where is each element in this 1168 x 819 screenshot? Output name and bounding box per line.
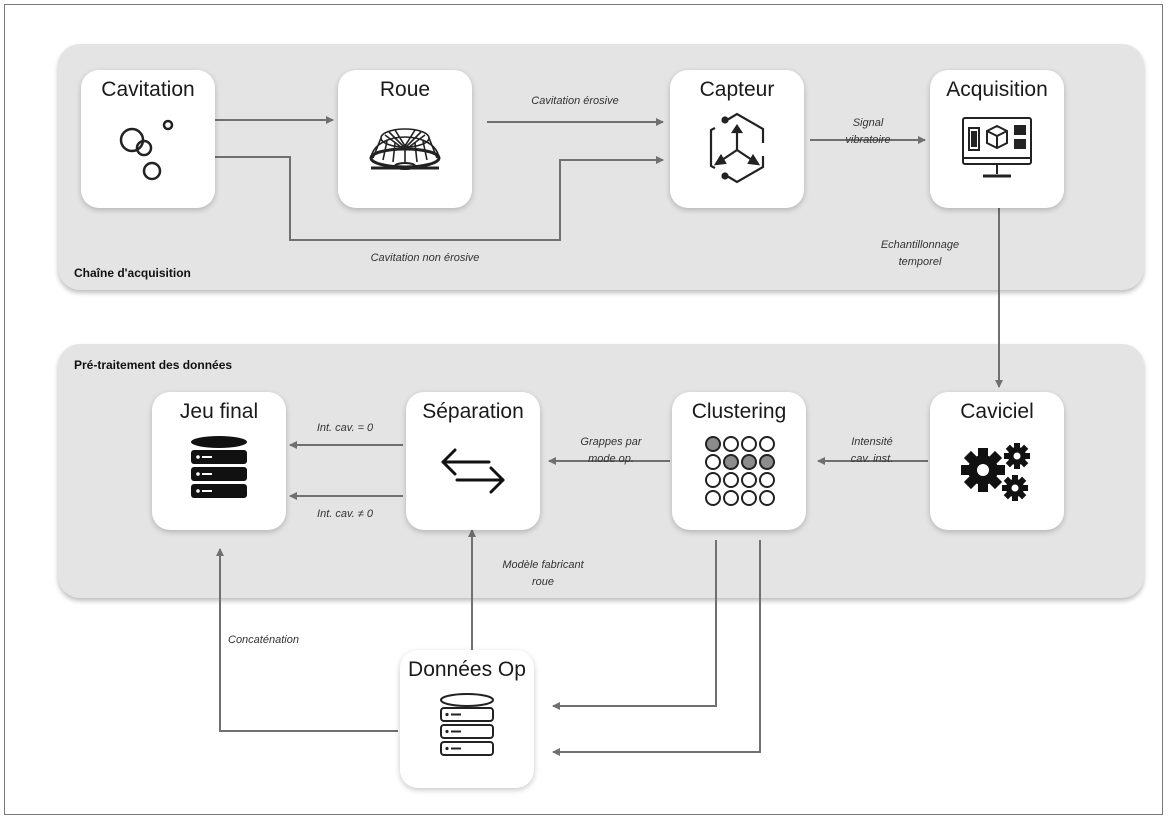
node-title: Données Op: [408, 658, 526, 681]
node-title: Cavitation: [101, 78, 195, 101]
dot-grid-icon: [705, 436, 775, 506]
node-separation: Séparation: [406, 392, 540, 530]
acquisition-chain-label: Chaîne d'acquisition: [74, 266, 191, 280]
preprocessing-label: Pré-traitement des données: [74, 358, 233, 372]
monitor-icon: [962, 117, 1032, 178]
edge-clustering-donnees-1: [552, 540, 717, 710]
edge-label-grappes: Grappes par mode op.: [556, 434, 666, 468]
edge-label-int-cav-zero: Int. cav. = 0: [316, 422, 374, 434]
edge-label-signal-vibratoire: Signal vibratoire: [818, 115, 918, 149]
node-title: Acquisition: [946, 78, 1048, 101]
edge-label-cavitation-erosive: Cavitation érosive: [531, 95, 619, 107]
edge-label-echantillonnage: Echantillonnage temporel: [860, 237, 980, 271]
node-jeu-final: Jeu final: [152, 392, 286, 530]
sensor-axes-icon: [709, 112, 765, 184]
node-title: Séparation: [422, 400, 524, 423]
edge-label-line: roue: [531, 576, 555, 588]
gears-icon: [961, 443, 1030, 501]
edge-label-intensite: Intensité cav. inst.: [822, 434, 922, 468]
node-roue: Roue: [338, 70, 472, 208]
edge-label-int-cav-nonzero: Int. cav. ≠ 0: [317, 508, 373, 520]
edge-label-line: vibratoire: [845, 134, 891, 146]
node-capteur: Capteur: [670, 70, 804, 208]
node-title: Jeu final: [179, 400, 259, 423]
edge-label-line: temporel: [898, 256, 942, 268]
edge-label-modele-fabricant: Modèle fabricant roue: [468, 557, 618, 591]
edge-cavitation-capteur-non-erosive: [215, 156, 664, 241]
database-icon: [191, 436, 247, 498]
node-donnees-op: Données Op: [400, 650, 534, 788]
node-acquisition: Acquisition: [930, 70, 1064, 208]
database-icon: [440, 693, 494, 756]
edge-label-concatenation: Concaténation: [228, 634, 299, 646]
node-title: Caviciel: [960, 400, 1034, 423]
node-title: Capteur: [699, 78, 775, 101]
edge-label-line: Modèle fabricant: [502, 559, 584, 571]
node-cavitation: Cavitation: [81, 70, 215, 208]
edge-label-line: Intensité: [851, 436, 893, 448]
edge-clustering-donnees-2: [552, 540, 761, 756]
swap-arrows-icon: [441, 448, 505, 494]
edge-label-cavitation-non-erosive: Cavitation non érosive: [370, 252, 480, 264]
node-clustering: Clustering: [672, 392, 806, 530]
edge-label-line: mode op.: [588, 453, 634, 465]
node-title: Clustering: [691, 400, 787, 423]
node-caviciel: Caviciel: [930, 392, 1064, 530]
edge-donnees-jeu-concat: [216, 548, 398, 732]
edge-label-line: cav. inst.: [850, 453, 894, 465]
bubbles-icon: [119, 119, 174, 181]
edge-label-line: Grappes par: [580, 436, 642, 448]
turbine-wheel-icon: [369, 128, 441, 170]
edge-label-line: Signal: [852, 117, 884, 129]
node-title: Roue: [379, 78, 431, 101]
edge-label-line: Echantillonnage: [880, 239, 960, 251]
